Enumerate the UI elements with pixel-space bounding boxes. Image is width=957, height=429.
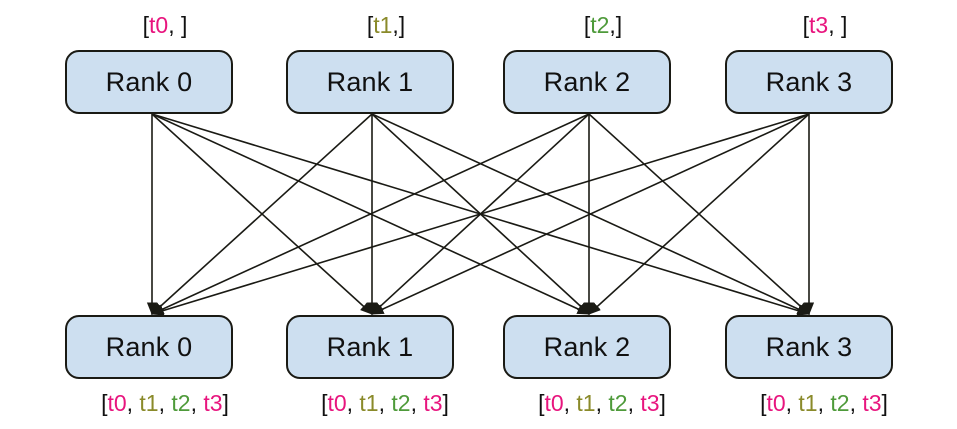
token-: ,	[126, 390, 140, 416]
token-t3: t3	[423, 390, 443, 416]
token-t2: t2	[608, 390, 628, 416]
token-t0: t0	[544, 390, 564, 416]
edge-rank2-to-rank0	[150, 113, 590, 315]
bottom-tag-rank-1: [t0, t1, t2, t3]	[270, 392, 500, 415]
bottom-tag-rank-2: [t0, t1, t2, t3]	[487, 392, 717, 415]
bottom-node-rank-1[interactable]: Rank 1	[286, 315, 454, 379]
top-tag-rank-3: [t3, ]	[725, 14, 925, 37]
edge-rank1-to-rank0	[151, 113, 373, 315]
top-node-rank-2-label: Rank 2	[543, 66, 631, 97]
token-: ]	[881, 390, 888, 416]
token-t2: t2	[590, 12, 610, 38]
token-t0: t0	[107, 390, 127, 416]
top-node-rank-0[interactable]: Rank 0	[65, 50, 233, 114]
token-: [	[760, 390, 767, 416]
token-: ,]	[609, 12, 623, 38]
token-: [	[538, 390, 545, 416]
token-: [	[802, 12, 810, 38]
top-node-rank-3[interactable]: Rank 3	[725, 50, 893, 114]
bottom-node-rank-3-label: Rank 3	[765, 331, 853, 362]
token-t3: t3	[203, 390, 223, 416]
token-: ,]	[392, 12, 406, 38]
token-: ,	[190, 390, 204, 416]
token-t0: t0	[327, 390, 347, 416]
token-: ,	[346, 390, 360, 416]
token-t2: t2	[171, 390, 191, 416]
token-t2: t2	[830, 390, 850, 416]
bottom-node-rank-2[interactable]: Rank 2	[503, 315, 671, 379]
token-: ,	[410, 390, 424, 416]
token-t2: t2	[391, 390, 411, 416]
top-node-rank-3-label: Rank 3	[765, 66, 853, 97]
edges-group	[146, 113, 815, 316]
token-t1: t1	[139, 390, 159, 416]
token-: [	[142, 12, 150, 38]
token-t1: t1	[373, 12, 393, 38]
top-node-rank-1[interactable]: Rank 1	[286, 50, 454, 114]
token-t1: t1	[359, 390, 379, 416]
edge-rank3-to-rank2	[588, 113, 810, 315]
token-t1: t1	[798, 390, 818, 416]
top-node-rank-0-label: Rank 0	[105, 66, 193, 97]
top-tag-rank-2: [t2,]	[503, 14, 703, 37]
top-node-rank-1-label: Rank 1	[326, 66, 414, 97]
bottom-node-rank-0-label: Rank 0	[105, 331, 193, 362]
bottom-node-rank-1-label: Rank 1	[326, 331, 414, 362]
bottom-node-rank-3[interactable]: Rank 3	[725, 315, 893, 379]
token-: ,	[627, 390, 641, 416]
token-: ,	[849, 390, 863, 416]
token-: , ]	[828, 12, 848, 38]
token-: , ]	[168, 12, 188, 38]
token-: ]	[442, 390, 449, 416]
token-: ]	[659, 390, 666, 416]
bottom-tag-rank-0: [t0, t1, t2, t3]	[50, 392, 280, 415]
token-: ,	[785, 390, 799, 416]
token-t3: t3	[862, 390, 882, 416]
token-t0: t0	[766, 390, 786, 416]
token-t0: t0	[149, 12, 169, 38]
token-t3: t3	[640, 390, 660, 416]
token-t3: t3	[809, 12, 829, 38]
top-node-rank-2[interactable]: Rank 2	[503, 50, 671, 114]
bottom-tag-rank-3: [t0, t1, t2, t3]	[709, 392, 939, 415]
top-tag-rank-1: [t1,]	[286, 14, 486, 37]
bottom-node-rank-2-label: Rank 2	[543, 331, 631, 362]
bottom-node-rank-0[interactable]: Rank 0	[65, 315, 233, 379]
token-: ,	[563, 390, 577, 416]
token-: ]	[222, 390, 229, 416]
token-: ,	[158, 390, 172, 416]
token-: [	[101, 390, 108, 416]
edge-rank3-to-rank1	[370, 113, 810, 315]
token-t1: t1	[576, 390, 596, 416]
edge-rank3-to-rank0	[150, 113, 810, 316]
token-: [	[366, 12, 374, 38]
token-: [	[321, 390, 328, 416]
token-: ,	[378, 390, 392, 416]
token-: ,	[817, 390, 831, 416]
token-: ,	[595, 390, 609, 416]
token-: [	[583, 12, 591, 38]
top-tag-rank-0: [t0, ]	[65, 14, 265, 37]
